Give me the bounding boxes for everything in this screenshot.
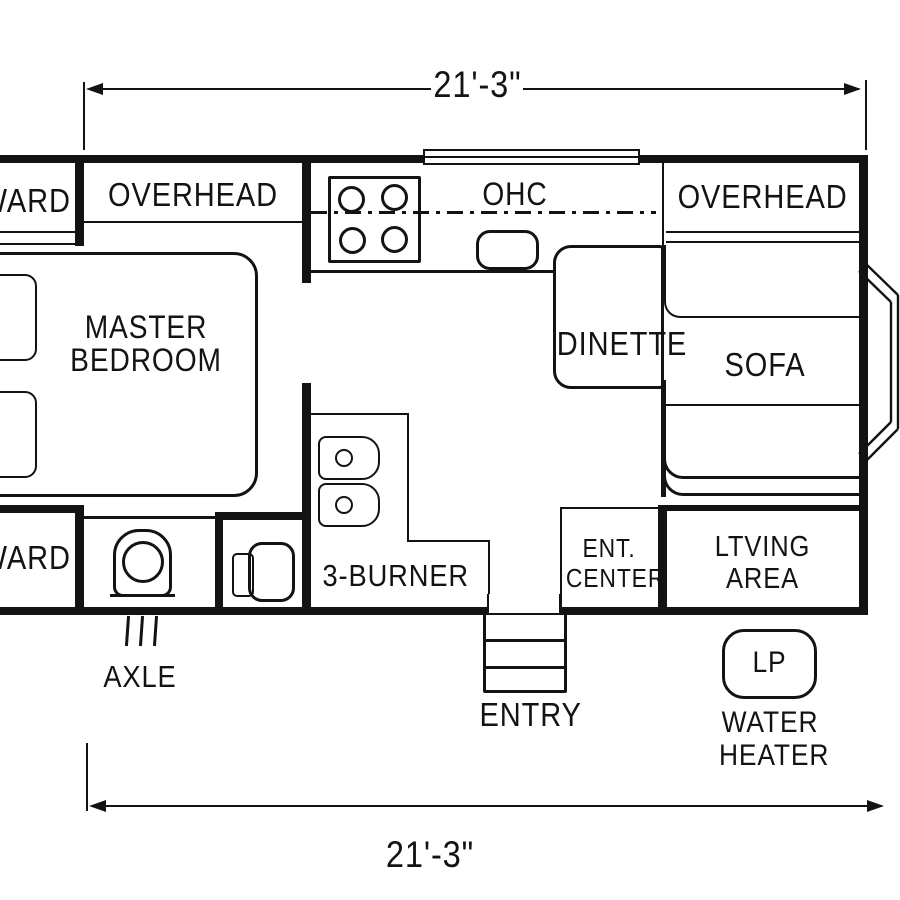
label-living-line1: LTVING — [714, 531, 811, 563]
label-ent-line2: CENTER — [565, 563, 666, 593]
label-master-bedroom: MASTER BEDROOM — [53, 311, 240, 377]
label-ent-line1: ENT. — [582, 533, 636, 563]
label-ward-top: WARD — [0, 182, 71, 219]
axle-mark-icon — [138, 615, 145, 647]
counter-front — [311, 270, 553, 273]
sofa-seat-line — [666, 404, 859, 406]
burner-counter-jog — [407, 540, 490, 542]
burner-icon — [338, 186, 365, 213]
wall-shower-left — [215, 512, 223, 612]
sofa-backrest-edge — [664, 245, 859, 318]
counter-dash-line — [311, 211, 656, 214]
range-4-burner-icon — [328, 176, 421, 263]
burner-counter-side-lower — [488, 540, 490, 607]
wall-kitchen-left-upper — [302, 155, 311, 283]
label-overhead-left: OVERHEAD — [107, 176, 279, 213]
label-three-burner: 3-BURNER — [322, 558, 469, 593]
wall-right — [859, 155, 868, 615]
entry-step-line — [486, 639, 564, 642]
label-water-heater: WATER HEATER — [718, 706, 830, 772]
ward-top-front — [0, 231, 75, 233]
label-water-line1: WATER — [721, 706, 819, 739]
label-ent-center: ENT. CENTER — [565, 533, 666, 593]
burner-icon — [381, 226, 408, 253]
wall-bottom-left — [0, 607, 488, 615]
wall-bottom-right — [560, 607, 868, 615]
dim-bottom-extension-left — [86, 743, 88, 811]
burner-icon — [381, 184, 408, 211]
dim-top-arrow-right-icon — [844, 83, 861, 95]
label-ohc: OHC — [482, 176, 548, 212]
overhead-right-front — [666, 231, 859, 233]
drain-icon — [335, 496, 353, 514]
wall-ward-top-right — [75, 155, 84, 246]
axle-mark-icon — [152, 615, 159, 647]
dim-bottom-arrow-left-icon — [89, 800, 106, 812]
window-mullion — [425, 156, 638, 158]
wall-shower-top — [215, 512, 311, 520]
bed-icon — [0, 252, 258, 497]
label-master-line2: BEDROOM — [70, 342, 222, 378]
label-water-line2: HEATER — [718, 739, 830, 772]
axle-mark-icon — [124, 615, 131, 647]
toilet-room-top — [84, 516, 215, 519]
label-axle: AXLE — [103, 659, 177, 694]
burner-counter-top — [311, 413, 408, 415]
wall-living-top — [666, 505, 859, 511]
ent-center-top — [560, 507, 658, 509]
sofa-shelf-line — [666, 241, 859, 243]
label-sofa: SOFA — [724, 346, 806, 383]
dim-top-extension-left — [83, 82, 85, 150]
double-sink-basin-icon — [318, 436, 380, 480]
drain-icon — [335, 449, 353, 467]
dim-top-line-right — [523, 88, 859, 90]
dim-top-extension-right — [865, 80, 867, 150]
ward-top-shelf — [0, 243, 84, 245]
dinette-table-icon — [553, 245, 664, 389]
double-sink-basin-icon — [318, 483, 380, 527]
dim-top-arrow-left-icon — [86, 83, 103, 95]
dim-bottom-line — [92, 805, 882, 807]
dim-top-line-left — [95, 88, 431, 90]
wall-ward-bottom-top — [0, 505, 77, 513]
wall-ent-center-right — [658, 505, 667, 612]
lavatory-icon — [248, 542, 295, 602]
pillow-icon — [0, 274, 37, 361]
toilet-bowl-icon — [122, 541, 164, 583]
overhead-left-front — [84, 221, 302, 223]
lp-tank-icon — [722, 629, 817, 699]
dim-top-text: 21'-3" — [433, 64, 522, 105]
label-master-line1: MASTER — [84, 309, 208, 345]
label-entry: ENTRY — [479, 696, 582, 733]
entry-steps-icon — [483, 612, 567, 693]
label-lp: LP — [752, 646, 787, 679]
label-living-line2: AREA — [725, 563, 800, 595]
label-living-area: LTVING AREA — [678, 531, 848, 595]
toilet-base-line — [110, 594, 175, 597]
label-dinette: DINETTE — [556, 325, 688, 362]
entry-threshold — [487, 594, 561, 613]
entry-step-line — [486, 666, 564, 669]
label-ward-bottom: WARD — [0, 539, 71, 576]
pillow-icon — [0, 391, 37, 478]
sofa-front-edge-inner — [663, 455, 859, 496]
ent-center-left — [560, 507, 562, 607]
dim-bottom-arrow-right-icon — [867, 800, 884, 812]
wall-kitchen-left-lower — [302, 383, 311, 612]
lavatory-side-icon — [232, 553, 254, 597]
kitchen-sink-icon — [476, 230, 539, 270]
burner-icon — [339, 227, 366, 254]
label-overhead-right: OVERHEAD — [677, 178, 848, 215]
burner-counter-side-upper — [407, 413, 409, 542]
wall-ward-bottom-right — [75, 505, 84, 612]
dim-bottom-text: 21'-3" — [385, 834, 475, 875]
